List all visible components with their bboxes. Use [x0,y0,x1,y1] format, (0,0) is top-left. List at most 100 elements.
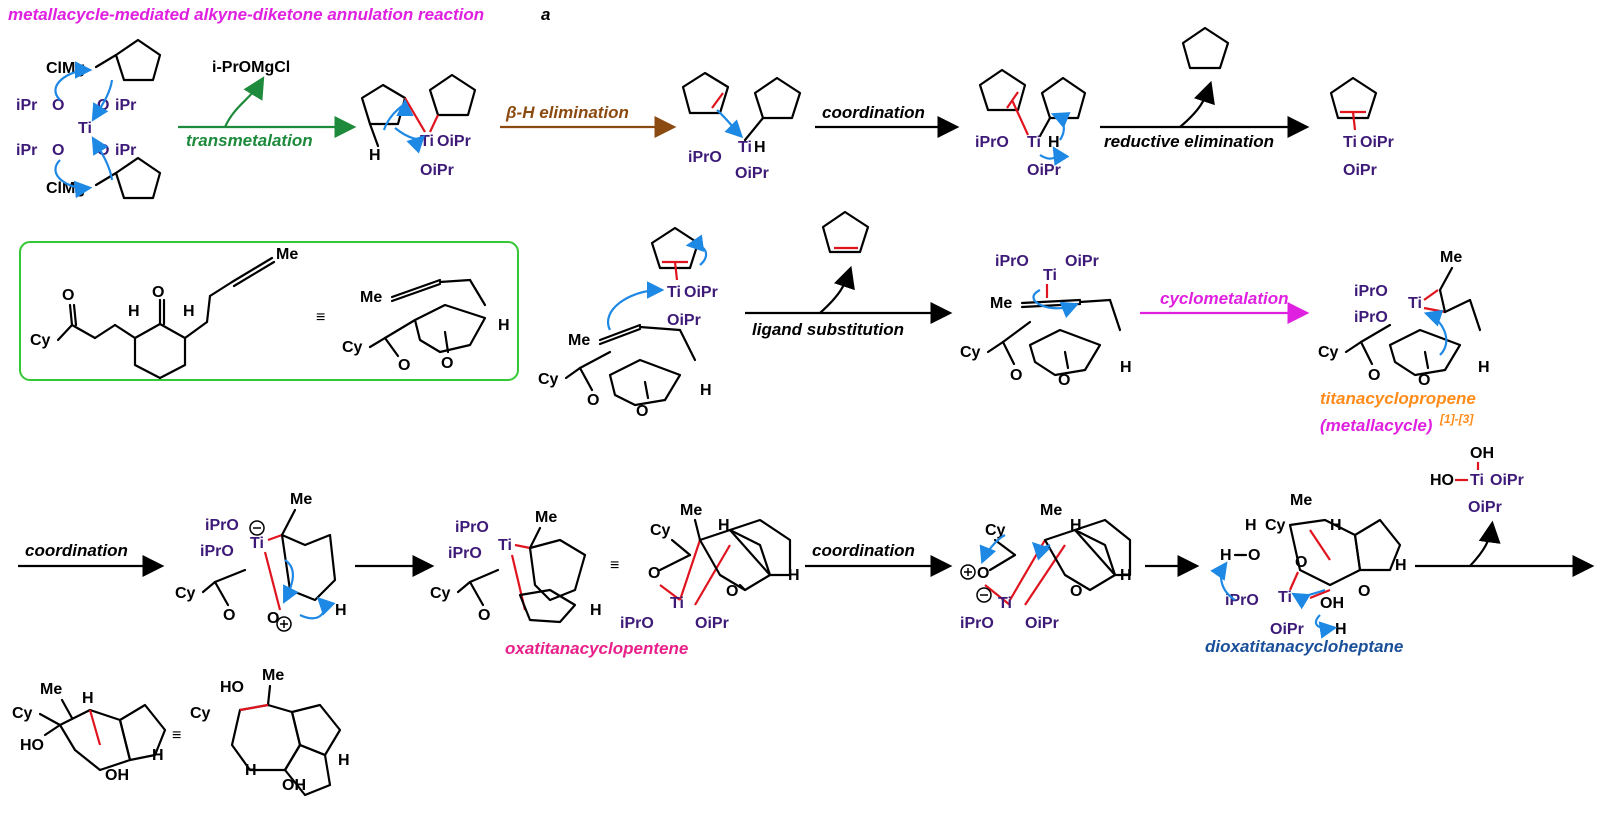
svg-text:iPrO: iPrO [688,149,722,166]
svg-text:iPr: iPr [115,142,136,159]
svg-text:ClMg: ClMg [46,60,85,77]
scheme-title-mark: a [541,5,550,24]
svg-text:O: O [62,287,74,304]
svg-text:iPrO: iPrO [975,134,1009,151]
svg-text:O: O [636,403,648,420]
coordination-arrow-3: coordination [805,541,953,577]
svg-text:H: H [1478,359,1490,376]
svg-text:iPrO: iPrO [200,543,234,560]
svg-text:iPrO: iPrO [1354,283,1388,300]
svg-text:OiPr: OiPr [1027,162,1061,179]
svg-text:O: O [1295,554,1307,571]
scheme-title: metallacycle-mediated alkyne-diketone an… [8,5,484,24]
svg-text:OiPr: OiPr [1065,253,1099,270]
svg-text:H: H [1120,359,1132,376]
svg-text:Ti: Ti [498,537,512,554]
svg-text:Cy: Cy [430,585,451,602]
svg-text:H: H [700,382,712,399]
svg-text:Ti: Ti [250,535,264,552]
step-beta-h-elimination: β-H elimination [505,103,629,122]
svg-text:OiPr: OiPr [437,133,471,150]
svg-text:Ti: Ti [667,284,681,301]
svg-text:O: O [52,142,64,159]
titanacyclopropene: Me iPrO iPrO Ti O H Cy O titanacycloprop… [1318,249,1490,435]
svg-text:HO: HO [1430,472,1454,489]
svg-text:OiPr: OiPr [667,312,701,329]
svg-text:Ti: Ti [1027,134,1041,151]
hydrolysis-arrow: OH HO Ti OiPr OiPr [1415,445,1595,577]
label-metallacycle: (metallacycle) [1320,416,1433,435]
coordinated-alkene-titanium-hydride: iPrO Ti H OiPr [975,68,1087,179]
reagent-titanium-isopropoxide-grignard: ClMg ClMg Ti iPr O O iPr iPr O O iPr [16,38,162,200]
step-transmetalation: transmetalation [186,131,313,150]
cyclometalation-arrow: cyclometalation [1140,289,1310,324]
svg-text:O: O [726,583,738,600]
svg-text:Me: Me [990,295,1012,312]
svg-text:Ti: Ti [1043,267,1057,284]
svg-text:≡: ≡ [610,557,619,574]
svg-text:H: H [590,602,602,619]
step-cyclometalation: cyclometalation [1160,289,1289,308]
svg-text:iPrO: iPrO [960,615,994,632]
svg-text:≡: ≡ [172,727,181,744]
svg-text:iPr: iPr [115,97,136,114]
svg-text:Cy: Cy [650,522,671,539]
svg-text:Me: Me [1440,249,1462,266]
svg-text:O: O [1010,367,1022,384]
svg-text:O: O [152,284,164,301]
svg-text:Cy: Cy [985,522,1006,539]
beta-h-elimination-arrow: β-H elimination [500,103,677,138]
svg-text:Me: Me [1040,502,1062,519]
step-ligand-substitution: ligand substitution [752,320,904,339]
byproduct-ipromgcl: i-PrOMgCl [212,59,290,76]
oxatitanacyclopentene-3d: Cy Me H O O H Ti iPrO OiPr [620,502,800,632]
svg-text:H: H [1335,621,1347,638]
svg-text:O: O [1368,367,1380,384]
svg-text:O: O [267,610,279,627]
svg-text:OiPr: OiPr [420,162,454,179]
substrate-diketone: Cy O O H H Me ≡ Me O H Cy O [30,246,510,380]
label-titanacyclopropene: titanacyclopropene [1320,389,1476,408]
label-dioxatitanacycloheptane: dioxatitanacycloheptane [1205,637,1403,656]
svg-text:Cy: Cy [30,332,51,349]
svg-text:O: O [1418,372,1430,389]
svg-text:Cy: Cy [342,339,363,356]
svg-text:H: H [1220,547,1232,564]
svg-text:H: H [718,517,730,534]
carbonyl-coordinated-titanacycle: iPrO iPrO Ti Me O H Cy O [175,491,347,632]
svg-text:OH: OH [282,777,306,794]
svg-text:HO: HO [220,679,244,696]
svg-text:Me: Me [40,681,62,698]
svg-text:iPrO: iPrO [620,615,654,632]
svg-text:Me: Me [568,332,590,349]
svg-text:Ti: Ti [1470,472,1484,489]
svg-text:Cy: Cy [538,371,559,388]
svg-text:H: H [82,690,94,707]
svg-text:Ti: Ti [78,120,92,137]
svg-text:iPrO: iPrO [448,545,482,562]
svg-text:O: O [1070,583,1082,600]
svg-text:OiPr: OiPr [684,284,718,301]
step-coordination-1: coordination [822,103,925,122]
svg-text:OiPr: OiPr [1360,134,1394,151]
svg-text:H: H [498,317,510,334]
svg-text:O: O [52,97,64,114]
svg-text:H: H [754,139,766,156]
svg-text:H: H [338,752,350,769]
svg-text:Cy: Cy [175,585,196,602]
svg-text:H: H [152,747,164,764]
byproduct-titanium-hydroxide: OH HO Ti OiPr OiPr [1430,445,1524,516]
svg-text:Me: Me [360,289,382,306]
svg-text:≡: ≡ [316,309,325,326]
coordination-arrow-1: coordination [815,103,960,138]
svg-text:iPrO: iPrO [1225,592,1259,609]
svg-text:OH: OH [1470,445,1494,462]
reductive-elimination-arrow: reductive elimination [1100,26,1310,151]
svg-text:Cy: Cy [190,705,211,722]
svg-text:Ti: Ti [420,133,434,150]
substrate-box [19,241,519,381]
svg-text:O: O [1358,583,1370,600]
svg-text:Cy: Cy [1318,344,1339,361]
svg-text:O: O [648,565,660,582]
